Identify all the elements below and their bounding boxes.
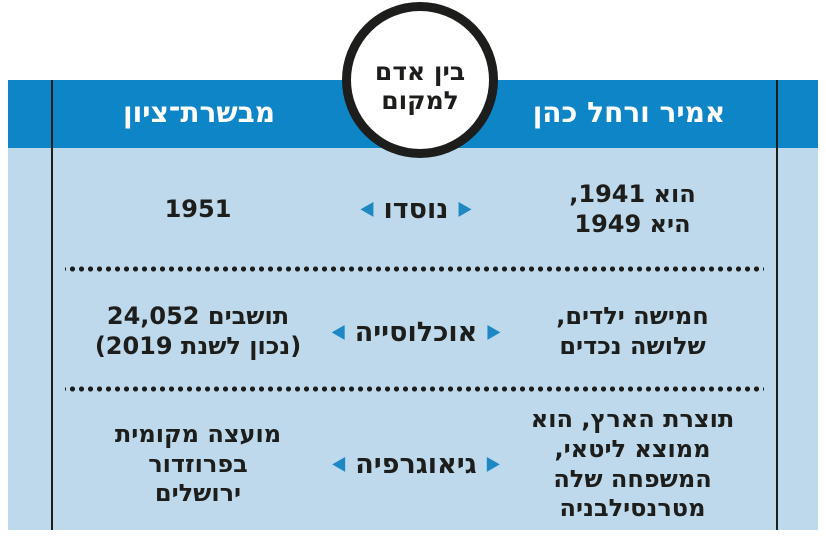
row-label-cell: ▶ נוסדו ◀	[343, 148, 489, 265]
right-column-rule	[776, 80, 778, 530]
place-value-cell: תושבים 24,052 (נכון לשנת 2019)	[53, 273, 343, 385]
page-title: בין אדם למקום	[374, 56, 466, 116]
person-value-cell: תוצרת הארץ, הוא ממוצא ליטאי, המשפחה שלה …	[489, 393, 776, 530]
left-column-rule	[51, 80, 53, 530]
dotted-divider	[65, 385, 764, 393]
triangle-left-icon: ◀	[331, 319, 345, 343]
title-circle-badge: בין אדם למקום	[342, 2, 498, 158]
row-label-cell: ▶ גיאוגרפיה ◀	[332, 393, 500, 530]
place-value-cell: מועצה מקומית בפרוזדור ירושלים	[53, 393, 343, 530]
row-founded: הוא 1941, היא 1949 ▶ נוסדו ◀ 1951	[53, 148, 776, 265]
dotted-divider	[65, 265, 764, 273]
row-geography: תוצרת הארץ, הוא ממוצא ליטאי, המשפחה שלה …	[53, 393, 776, 530]
triangle-left-icon: ◀	[332, 452, 346, 476]
person-founded-value: הוא 1941, היא 1949	[569, 179, 696, 238]
place-population-value: תושבים 24,052 (נכון לשנת 2019)	[94, 302, 302, 360]
triangle-left-icon: ◀	[360, 197, 374, 221]
person-population-value: חמישה ילדים, שלושה נכדים	[556, 302, 709, 360]
person-value-cell: חמישה ילדים, שלושה נכדים	[489, 273, 776, 385]
place-value-cell: 1951	[53, 148, 343, 265]
person-geography-value: תוצרת הארץ, הוא ממוצא ליטאי, המשפחה שלה …	[530, 405, 735, 523]
row-population: חמישה ילדים, שלושה נכדים ▶ אוכלוסייה ◀ ת…	[53, 273, 776, 385]
triangle-right-icon: ▶	[486, 452, 500, 476]
row-label-geography: גיאוגרפיה	[355, 449, 477, 480]
row-label-population: אוכלוסייה	[354, 316, 478, 348]
place-geography-value: מועצה מקומית בפרוזדור ירושלים	[114, 419, 282, 508]
triangle-right-icon: ▶	[487, 319, 501, 343]
person-value-cell: הוא 1941, היא 1949	[489, 148, 776, 265]
triangle-right-icon: ▶	[458, 197, 472, 221]
row-label-founded: נוסדו	[383, 194, 449, 225]
place-founded-value: 1951	[164, 194, 232, 223]
header-place-name: מבשרת־ציון	[123, 96, 275, 129]
row-label-cell: ▶ אוכלוסייה ◀	[332, 273, 501, 385]
facts-table: הוא 1941, היא 1949 ▶ נוסדו ◀ 1951 חמישה …	[53, 148, 776, 530]
header-person-name: אמיר ורחל כהן	[532, 96, 726, 129]
